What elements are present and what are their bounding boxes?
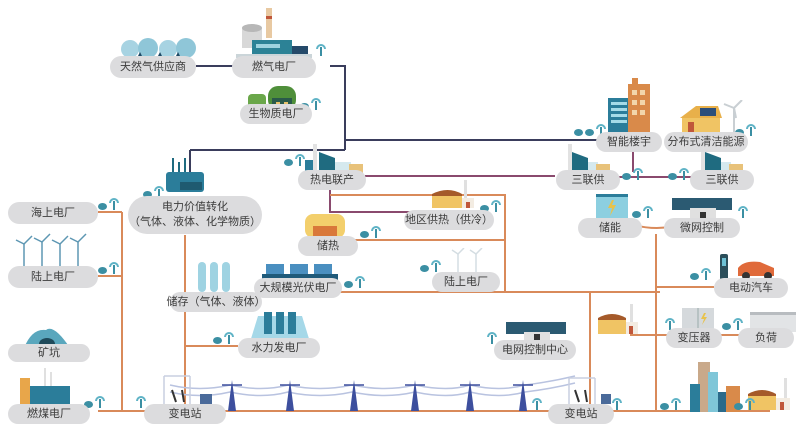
comm-icon [143, 186, 164, 198]
pylon [228, 380, 236, 411]
comm-icon [722, 318, 743, 330]
pylon [350, 380, 358, 411]
node-power-to-x-subtitle: （气体、液体、化学物质） [129, 215, 261, 228]
gas-line-trunk [330, 65, 600, 141]
pylon [466, 380, 474, 411]
comm-icon [574, 124, 606, 136]
node-trigeneration-right[interactable]: 三联供 [690, 170, 754, 190]
node-energy-storage[interactable]: 储能 [578, 218, 642, 238]
heat-storage-icon [305, 214, 345, 238]
solar-farm-icon [262, 264, 338, 280]
comm-icon [668, 168, 689, 180]
coal-plant-icon [20, 368, 70, 404]
node-distributed-clean-energy[interactable]: 分布式清洁能源 [664, 132, 748, 152]
comm-icon [344, 276, 365, 288]
comm-icon [98, 198, 119, 210]
comm-icon [136, 396, 146, 408]
town-house-icon [748, 378, 790, 410]
node-solar-plant[interactable]: 大规模光伏电厂 [254, 278, 342, 298]
comm-icon [213, 332, 234, 344]
node-hydro-plant[interactable]: 水力发电厂 [238, 338, 320, 358]
comm-icon [734, 398, 755, 410]
node-onshore-plant-mid[interactable]: 陆上电厂 [432, 272, 500, 292]
node-power-to-x-title: 电力价值转化 [162, 200, 228, 214]
node-microgrid-control[interactable]: 微网控制 [664, 218, 740, 238]
node-load[interactable]: 负荷 [738, 328, 794, 348]
battery-storage-icon [596, 194, 628, 220]
transmission-lines [169, 375, 576, 397]
node-transformer[interactable]: 变压器 [666, 328, 722, 348]
node-onshore-plant-left[interactable]: 陆上电厂 [8, 266, 98, 288]
gas-plant-icon [236, 8, 312, 58]
comm-icon [84, 396, 105, 408]
comm-icon [480, 200, 501, 212]
comm-icon [665, 318, 675, 330]
ev-charging-icon [720, 254, 774, 280]
comm-icon [532, 398, 542, 410]
comm-icon [612, 398, 622, 410]
node-gas-plant[interactable]: 燃气电厂 [232, 56, 316, 78]
factory-house-icon [598, 304, 638, 334]
pylon [286, 380, 294, 411]
comm-icon [360, 226, 381, 238]
transformer-icon [682, 308, 714, 330]
node-district-heating[interactable]: 地区供热（供冷） [404, 210, 494, 230]
node-grid-control-center[interactable]: 电网控制中心 [494, 340, 576, 360]
node-smart-building[interactable]: 智能楼宇 [596, 132, 662, 152]
comm-icon [632, 206, 653, 218]
smart-building-icon [608, 78, 650, 134]
node-mine[interactable]: 矿坑 [8, 344, 90, 362]
wind-turbines-icon [451, 248, 483, 272]
pylon [519, 380, 527, 411]
hydrogen-tanks-icon [198, 262, 230, 292]
district-heating-icon [432, 180, 474, 208]
node-biomass-plant[interactable]: 生物质电厂 [240, 104, 312, 124]
comm-icon [660, 398, 681, 410]
heat-line-chp-district [329, 188, 440, 213]
pylons [228, 380, 527, 411]
hydro-dam-icon [250, 312, 310, 342]
node-electric-vehicle[interactable]: 电动汽车 [714, 278, 788, 298]
node-power-to-x[interactable]: 电力价值转化 （气体、液体、化学物质） [128, 196, 262, 234]
node-trigeneration-left[interactable]: 三联供 [556, 170, 620, 190]
comm-icon [738, 206, 748, 218]
comm-icon [98, 262, 119, 274]
node-gas-liquid-storage[interactable]: 储存（气体、液体） [167, 292, 266, 312]
comm-icon [284, 154, 305, 166]
node-coal-plant[interactable]: 燃煤电厂 [8, 404, 90, 424]
comm-icon [487, 332, 497, 344]
comm-icon [316, 44, 326, 56]
load-cabinet-icon [750, 312, 796, 332]
node-offshore-plant[interactable]: 海上电厂 [8, 202, 98, 224]
comm-icon [690, 268, 711, 280]
power-line-district-box [330, 194, 506, 292]
node-chp[interactable]: 热电联产 [298, 170, 366, 190]
city-skyline-icon [690, 362, 740, 412]
clean-energy-house-icon [680, 100, 743, 134]
node-substation-left[interactable]: 变电站 [144, 404, 226, 424]
substation-left-icon [163, 375, 212, 406]
substation-right-icon [568, 377, 611, 404]
node-heat-storage[interactable]: 储热 [298, 236, 358, 256]
pylon [411, 380, 419, 411]
wind-farm-icon [15, 233, 87, 268]
node-gas-supplier[interactable]: 天然气供应商 [110, 56, 196, 78]
comm-icon [622, 168, 643, 180]
node-substation-right[interactable]: 变电站 [548, 404, 614, 424]
comm-icon [420, 260, 441, 272]
power-to-x-icon [166, 158, 204, 192]
